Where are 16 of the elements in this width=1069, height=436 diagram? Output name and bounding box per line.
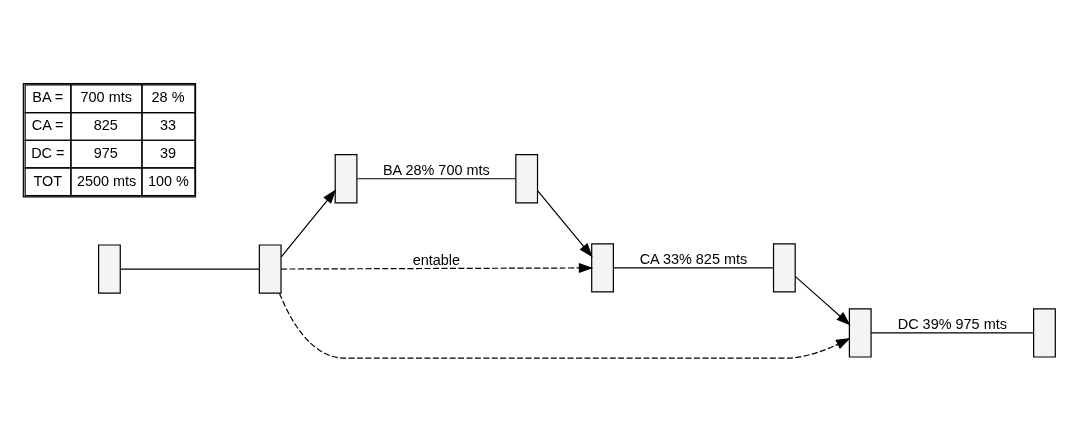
edge-label: CA 33% 825 mts <box>639 250 748 267</box>
label: 700 mts <box>80 88 132 105</box>
label: CA = <box>31 116 64 133</box>
label: TOT <box>33 172 63 189</box>
edge-label: DC 39% 975 mts <box>897 315 1007 332</box>
label: 825 <box>93 116 118 133</box>
label: 975 <box>93 144 118 161</box>
edge-label: entable <box>412 251 461 268</box>
edge-label: BA 28% 700 mts <box>382 161 490 178</box>
label: DC = <box>31 144 65 161</box>
label: BA = <box>32 88 64 105</box>
label: 39 <box>160 144 177 161</box>
label: 100 % <box>147 172 189 189</box>
label: 33 <box>160 116 177 133</box>
label: 28 % <box>151 88 185 105</box>
label: 2500 mts <box>76 172 137 189</box>
